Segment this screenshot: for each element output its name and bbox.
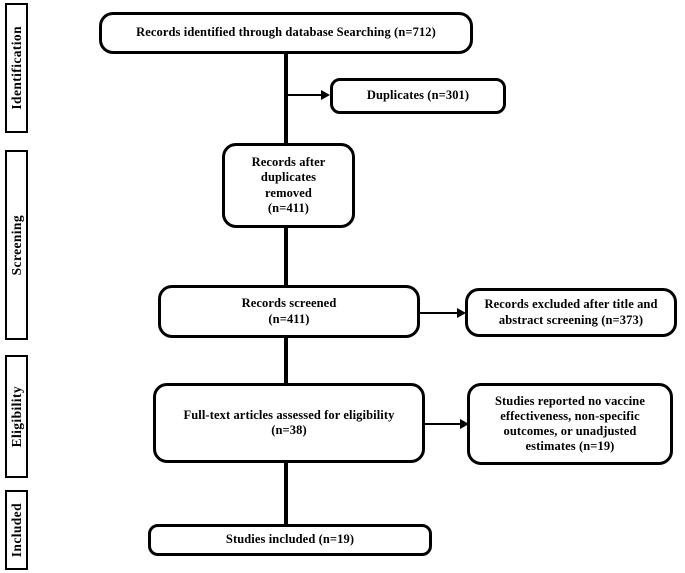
node-records-screened[interactable]: Records screened (n=411) (158, 285, 420, 338)
stage-label-identification: Identification (5, 3, 28, 133)
connector-line-to-duplicates (287, 94, 323, 96)
stage-label-screening-text: Screening (8, 214, 24, 276)
arrowhead-to-studies-excluded (460, 419, 469, 429)
node-full-text-assessed[interactable]: Full-text articles assessed for eligibil… (153, 383, 425, 463)
node-full-text-assessed-text: Full-text articles assessed for eligibil… (184, 408, 395, 439)
node-records-identified-text: Records identified through database Sear… (136, 25, 436, 40)
node-line-1: Records excluded after title and (484, 297, 658, 312)
node-duplicates[interactable]: Duplicates (n=301) (330, 78, 506, 114)
node-line-1: Studies reported no vaccine (494, 393, 646, 408)
arrowhead-to-records-excluded (457, 308, 466, 318)
node-line-2: duplicates (260, 170, 317, 185)
node-line-4: (n=411) (267, 200, 310, 215)
node-studies-included-text: Studies included (n=19) (225, 532, 355, 547)
connector-identified-to-after-duplicates (284, 51, 288, 146)
node-records-after-duplicates-removed[interactable]: Records after duplicates removed (n=411) (222, 143, 355, 228)
stage-label-eligibility-text: Eligibility (8, 385, 24, 448)
node-studies-included[interactable]: Studies included (n=19) (148, 524, 432, 556)
stage-label-screening: Screening (5, 150, 28, 340)
arrowhead-to-duplicates (321, 90, 330, 100)
node-records-after-duplicates-removed-text: Records after duplicates removed (n=411) (252, 155, 326, 216)
node-records-excluded-text: Records excluded after title and abstrac… (484, 297, 657, 328)
node-line-1: Records screened (241, 296, 337, 311)
node-line-2: abstract screening (n=373) (498, 312, 644, 327)
node-records-excluded[interactable]: Records excluded after title and abstrac… (465, 288, 677, 337)
stage-label-identification-text: Identification (8, 26, 24, 110)
node-studies-excluded-text: Studies reported no vaccine effectivenes… (495, 394, 645, 455)
node-line-2: (n=411) (268, 311, 310, 326)
node-studies-excluded[interactable]: Studies reported no vaccine effectivenes… (467, 383, 673, 465)
connector-screened-to-fulltext (284, 336, 288, 386)
node-line-3: removed (265, 185, 312, 200)
connector-line-to-studies-excluded (424, 423, 462, 425)
node-line-2: (n=38) (271, 423, 307, 437)
node-line-1: Records after (251, 155, 326, 169)
node-records-identified[interactable]: Records identified through database Sear… (99, 12, 473, 54)
stage-label-eligibility: Eligibility (5, 355, 28, 478)
connector-after-duplicates-to-screened (284, 226, 288, 288)
node-line-4: estimates (n=19) (525, 439, 615, 454)
node-line-3: outcomes, or unadjusted (503, 424, 637, 438)
connector-line-to-records-excluded (419, 312, 459, 314)
node-line-1: Full-text articles assessed for eligibil… (183, 407, 395, 422)
node-line-2: effectiveness, non-specific (500, 408, 640, 423)
stage-label-included: Included (5, 490, 28, 570)
connector-fulltext-to-included (284, 461, 288, 526)
node-records-screened-text: Records screened (n=411) (242, 296, 337, 327)
stage-label-included-text: Included (8, 502, 24, 558)
node-duplicates-text: Duplicates (n=301) (366, 88, 470, 103)
